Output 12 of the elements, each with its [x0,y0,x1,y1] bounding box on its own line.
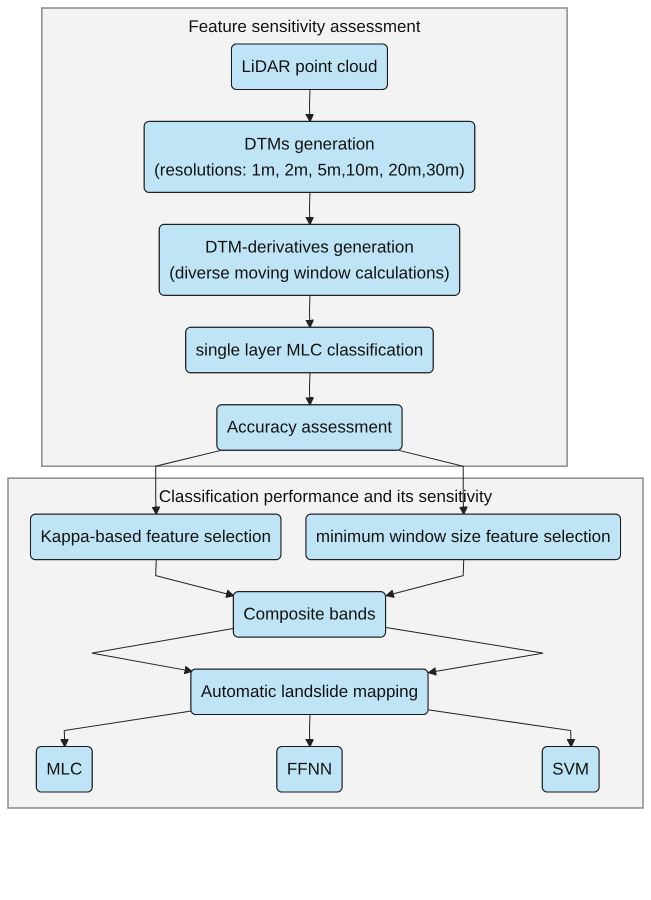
arrow [60,710,192,748]
arrow [305,372,314,406]
arrow [385,560,464,598]
arrow [152,450,222,516]
arrow [386,626,544,676]
arrow [305,89,314,122]
arrow [305,714,314,748]
arrow [155,560,234,598]
arrow [91,628,234,674]
arrow [428,709,576,748]
arrow [305,192,314,226]
arrow [305,295,314,328]
